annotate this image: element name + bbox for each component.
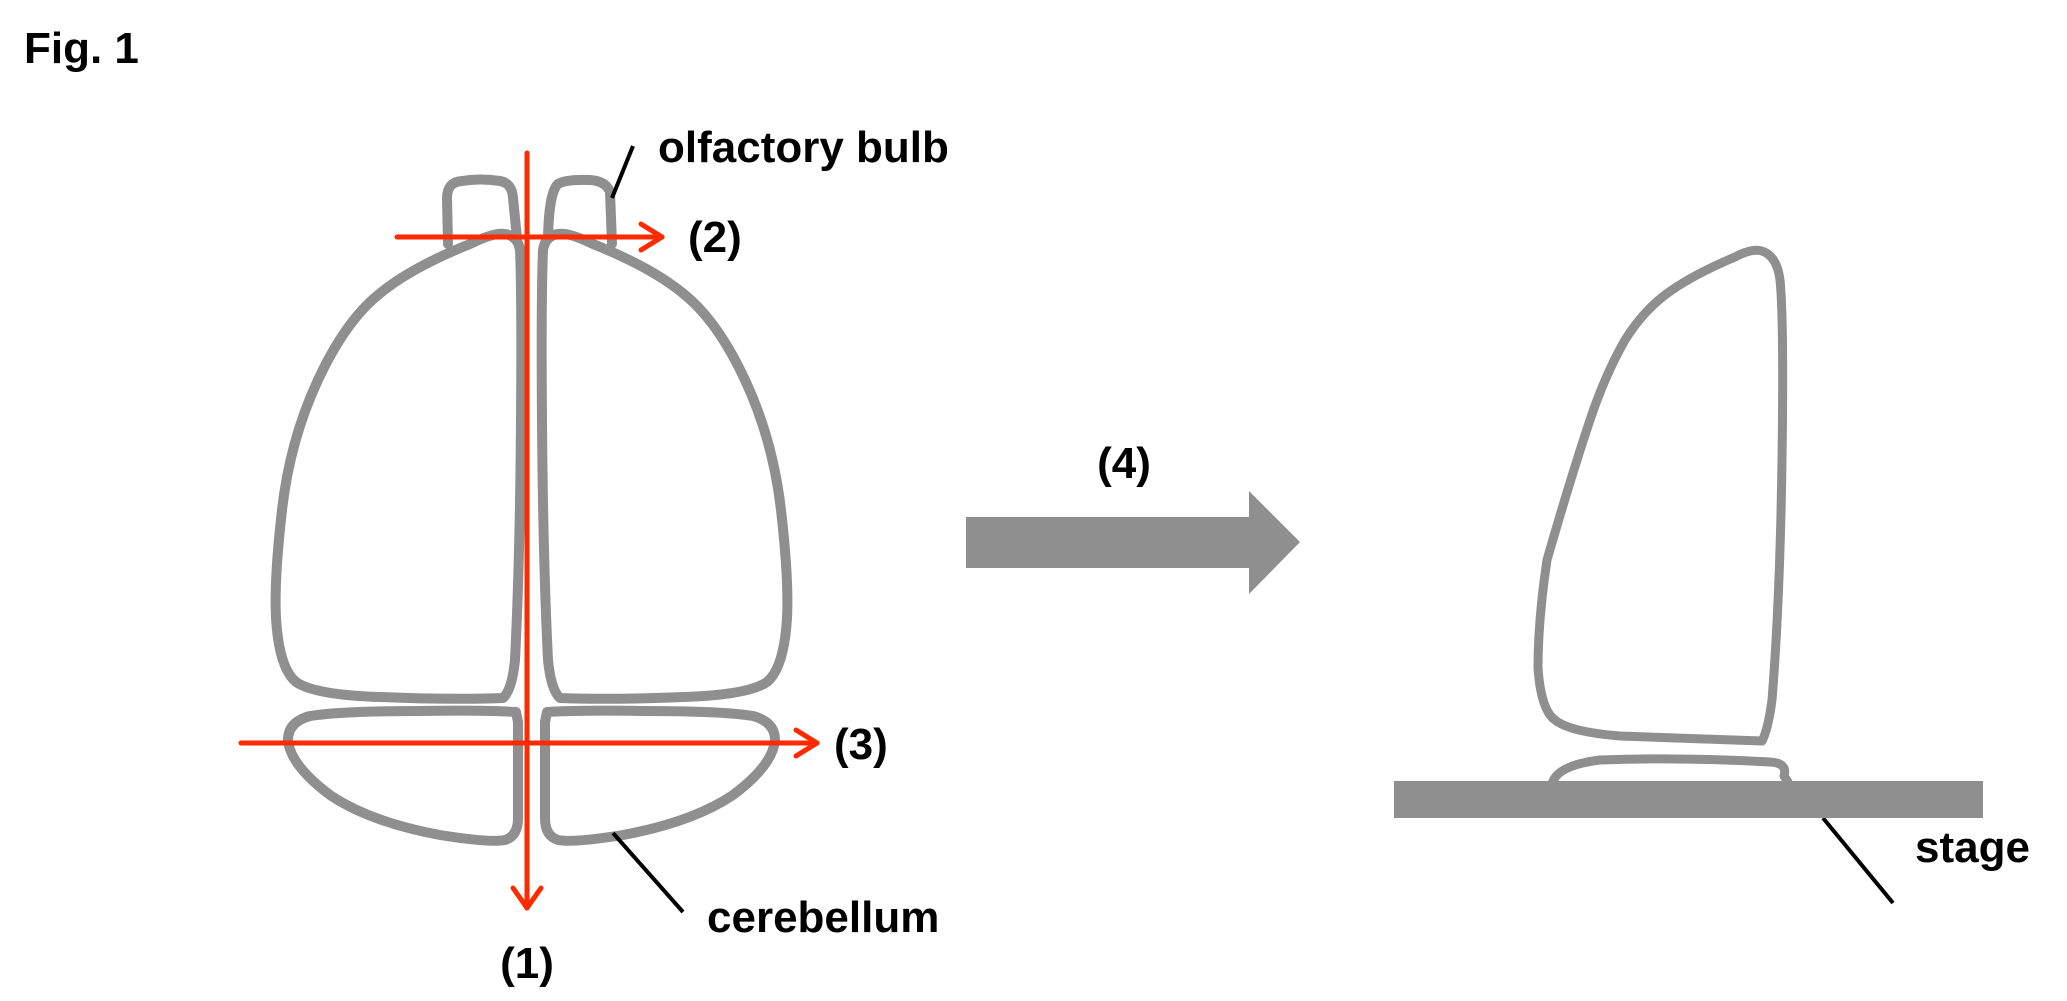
stage — [1394, 781, 1983, 818]
stage-label: stage — [1915, 823, 2030, 872]
cerebellum-right — [540, 705, 780, 846]
arrowhead-2-icon — [638, 221, 665, 253]
cut-lines — [238, 150, 820, 911]
step-4-label: (4) — [1097, 439, 1151, 488]
olfactory-bulb-leader — [610, 145, 635, 199]
arrowhead-1-icon — [510, 885, 544, 911]
olfactory-bulb-right — [543, 174, 617, 249]
olfactory-bulb-label: olfactory bulb — [658, 123, 949, 172]
brain-dorsal-view — [270, 174, 793, 846]
figure-title: Fig. 1 — [24, 24, 139, 73]
cerebellum-leader — [611, 831, 685, 914]
cut-2-label: (2) — [688, 213, 742, 262]
cut-1-label: (1) — [500, 939, 554, 988]
olfactory-bulb-left — [442, 174, 522, 249]
cut-line-2-olfactory — [394, 221, 665, 253]
hemisphere-on-stage — [1533, 245, 1793, 787]
process-arrow-icon — [966, 491, 1300, 594]
cerebellum-lateral — [1548, 754, 1793, 787]
cerebrum-left — [270, 228, 527, 704]
cut-3-label: (3) — [834, 720, 888, 769]
stage-leader — [1821, 816, 1895, 905]
hemisphere-lateral — [1533, 245, 1788, 746]
cerebellum-label: cerebellum — [707, 893, 939, 942]
cut-line-3-cerebellum — [238, 727, 820, 759]
arrowhead-3-icon — [793, 727, 820, 759]
cerebrum-right — [536, 228, 793, 704]
cerebellum-left — [283, 705, 523, 846]
cut-line-1-sagittal — [510, 150, 544, 911]
